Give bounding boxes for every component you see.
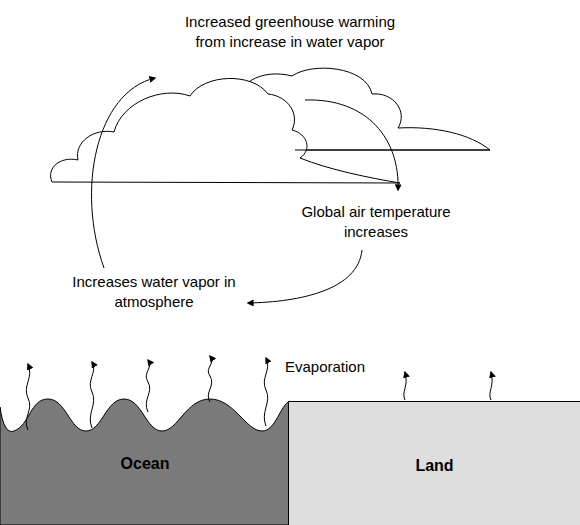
cycle-arrow <box>92 78 155 268</box>
ocean-waves <box>0 399 290 525</box>
evaporation-arrow <box>490 372 492 400</box>
region-label: Land <box>289 457 580 475</box>
evaporation-arrow <box>90 362 93 428</box>
cycle-arrow <box>305 100 398 190</box>
cloud <box>51 68 490 183</box>
region-label: Ocean <box>0 455 290 473</box>
evaporation-arrow <box>264 358 267 426</box>
process-label: Evaporation <box>285 357 405 377</box>
evaporation-arrow <box>146 360 149 412</box>
feedback-note: Global air temperature increases <box>291 202 461 242</box>
cloud-line <box>295 150 490 151</box>
feedback-note: Increases water vapor in atmosphere <box>66 272 242 312</box>
cycle-arrow <box>248 250 362 303</box>
evaporation-arrow <box>208 356 211 402</box>
evaporation-arrow <box>404 372 406 400</box>
feedback-note: Increased greenhouse warming from increa… <box>180 12 400 52</box>
ocean-region: Ocean <box>0 395 290 525</box>
cycle-arrows <box>92 78 399 303</box>
land-region: Land <box>288 401 580 525</box>
